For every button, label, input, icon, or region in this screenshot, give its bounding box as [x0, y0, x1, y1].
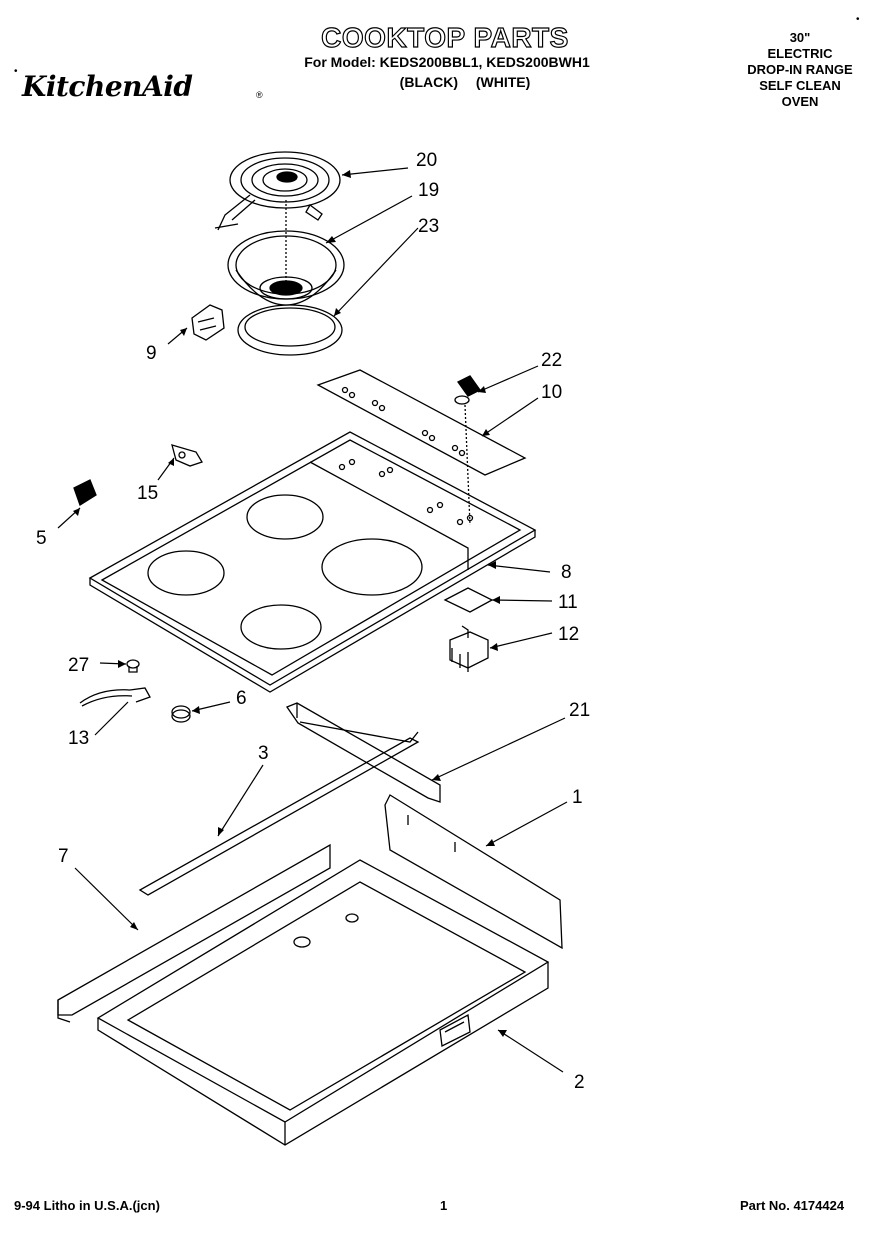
callout-6: 6 [236, 688, 247, 709]
callout-9: 9 [146, 343, 157, 364]
burner-box [96, 859, 550, 1146]
surface-element-coil [214, 151, 341, 231]
retaining-clip [73, 479, 97, 506]
side-panel [384, 794, 563, 950]
callout-27: 27 [68, 655, 90, 676]
callout-23: 23 [418, 216, 440, 237]
indicator-lamp [171, 444, 203, 467]
side-rail [138, 737, 420, 896]
callout-13: 13 [68, 728, 90, 749]
front-panel [57, 843, 331, 1023]
callout-2: 2 [574, 1072, 585, 1093]
bushing [171, 705, 191, 723]
page-title: COOKTOP PARTS [321, 21, 569, 53]
desc-line: 30" [789, 30, 811, 45]
desc-line: ELECTRIC [767, 46, 833, 61]
callout-22: 22 [541, 350, 563, 371]
callout-3: 3 [258, 743, 269, 764]
callout-12: 12 [558, 624, 580, 645]
desc-line: DROP-IN RANGE [747, 62, 853, 77]
callout-7: 7 [58, 846, 69, 867]
drip-bowl [227, 230, 345, 306]
callout-10: 10 [541, 382, 563, 403]
appliance-description: 30" ELECTRIC DROP-IN RANGE SELF CLEAN OV… [720, 30, 880, 110]
corner-mark: • [856, 14, 860, 25]
desc-line: OVEN [781, 94, 819, 109]
callout-8: 8 [561, 562, 572, 583]
footer-litho: 9-94 Litho in U.S.A.(jcn) [14, 1198, 160, 1213]
control-panel-strip [316, 369, 527, 476]
model-line: For Model: KEDS200BBL1, KEDS200BWH1 [304, 54, 590, 70]
leader-lines [57, 167, 568, 1073]
switch-mounting-plate [443, 587, 494, 613]
infinite-switch [449, 625, 489, 672]
color-variants: (BLACK) (WHITE) [399, 74, 531, 90]
support-bracket [286, 702, 441, 803]
wire-harness [79, 687, 151, 707]
callout-5: 5 [36, 528, 47, 549]
corner-mark: • [14, 66, 18, 77]
callout-19: 19 [418, 180, 440, 201]
callout-15: 15 [137, 483, 159, 504]
callout-21: 21 [569, 700, 591, 721]
trim-ring [237, 304, 343, 356]
small-grommet [126, 659, 140, 673]
page-number: 1 [440, 1198, 448, 1213]
cooktop-main-top [88, 431, 537, 693]
part-number: Part No. 4174424 [740, 1198, 845, 1213]
registered-mark-icon: ® [256, 90, 263, 100]
brand-logo: KitchenAid [22, 70, 193, 103]
desc-line: SELF CLEAN [759, 78, 841, 93]
control-knob [454, 375, 481, 405]
arrow-heads [73, 170, 507, 1037]
callout-11: 11 [558, 592, 578, 613]
callout-1: 1 [572, 787, 583, 808]
callout-20: 20 [416, 150, 438, 171]
terminal-block [191, 304, 225, 341]
